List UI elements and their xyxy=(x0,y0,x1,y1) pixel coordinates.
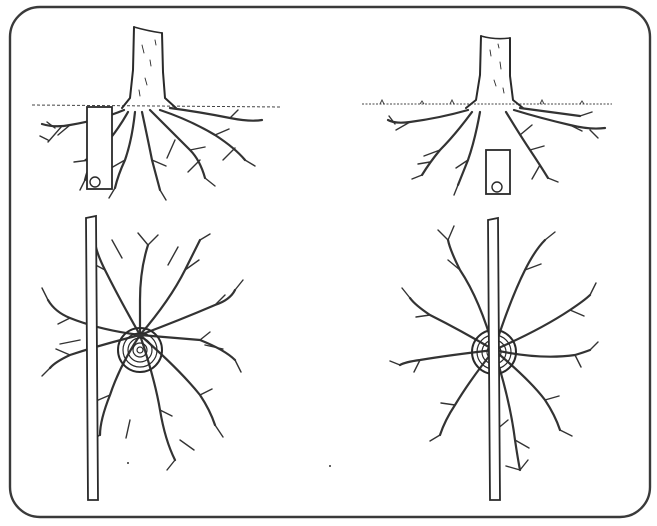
speck-2 xyxy=(329,465,331,467)
section-view-left xyxy=(32,27,282,200)
trunk-right xyxy=(466,36,523,108)
probe-left xyxy=(87,107,112,189)
bark-texture-left xyxy=(139,40,156,96)
probe-pole-left xyxy=(86,216,98,500)
probe-right xyxy=(486,150,510,194)
frame-border xyxy=(10,7,650,517)
section-view-right xyxy=(362,36,612,195)
trunk-left-top xyxy=(134,27,162,33)
speck-1 xyxy=(127,462,129,464)
plan-view-left xyxy=(42,216,243,500)
ground-line-left xyxy=(32,105,282,107)
plan-view-right xyxy=(390,218,598,500)
probe-pole-right xyxy=(488,218,500,500)
plan-roots-left xyxy=(48,240,235,460)
trunk-left xyxy=(122,27,176,108)
grass-tufts-right xyxy=(380,100,584,104)
roots-left xyxy=(42,108,262,190)
bark-texture-right xyxy=(490,44,504,93)
trunk-right-top xyxy=(481,36,510,39)
